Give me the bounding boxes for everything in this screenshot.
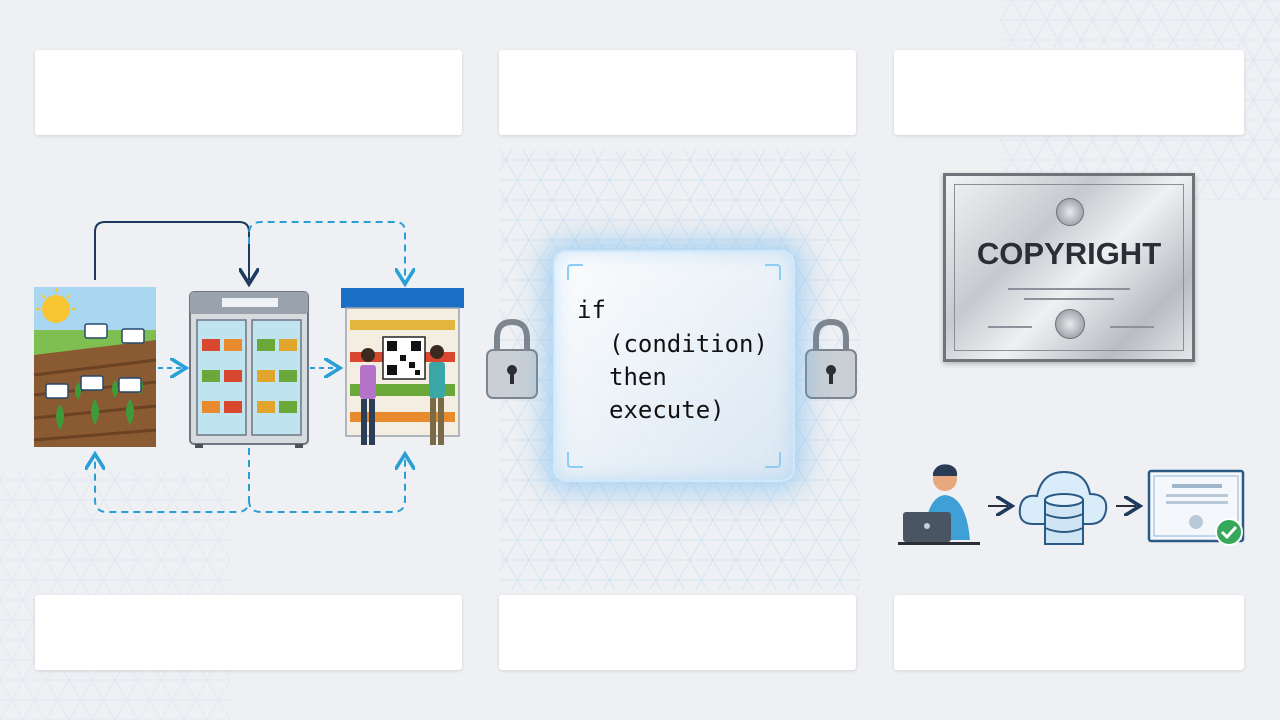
signature-line [1110, 326, 1154, 328]
caption-panel-top-2 [499, 50, 856, 135]
copyright-certificate: COPYRIGHT [943, 173, 1195, 362]
lock-seal-icon [1056, 198, 1084, 226]
caption-panel-top-3 [894, 50, 1244, 135]
signature-line [988, 326, 1032, 328]
code-line-2: (condition) [609, 330, 768, 358]
padlock-icon [805, 318, 857, 399]
caption-panel-bottom-3 [894, 595, 1244, 670]
cloud-database-icon [1018, 470, 1108, 545]
corner-bracket [765, 264, 781, 280]
creator-at-laptop-icon [898, 464, 980, 545]
code-line-3: then [609, 363, 667, 391]
padlock-icon [486, 318, 538, 399]
certificate-title: COPYRIGHT [976, 236, 1162, 271]
corner-bracket [567, 264, 583, 280]
certificate-border [954, 184, 1184, 351]
caption-panel-bottom-1 [35, 595, 462, 670]
flow-connectors [95, 221, 405, 513]
farm-field-illustration [33, 287, 157, 447]
certificate-divider [1008, 288, 1130, 290]
verified-certificate-icon [1147, 469, 1245, 546]
caption-panel-top-1 [35, 50, 462, 135]
market-stall-illustration [341, 288, 464, 445]
caption-panel-bottom-2 [499, 595, 856, 670]
code-line-1: if [577, 296, 606, 324]
seal-icon [1055, 309, 1085, 339]
refrigerator-illustration [189, 291, 309, 448]
code-line-4: execute) [609, 396, 725, 424]
corner-bracket [567, 452, 583, 468]
corner-bracket [765, 452, 781, 468]
certificate-divider [1024, 298, 1114, 300]
smart-contract-code-box: if (condition) then execute) [553, 250, 795, 482]
